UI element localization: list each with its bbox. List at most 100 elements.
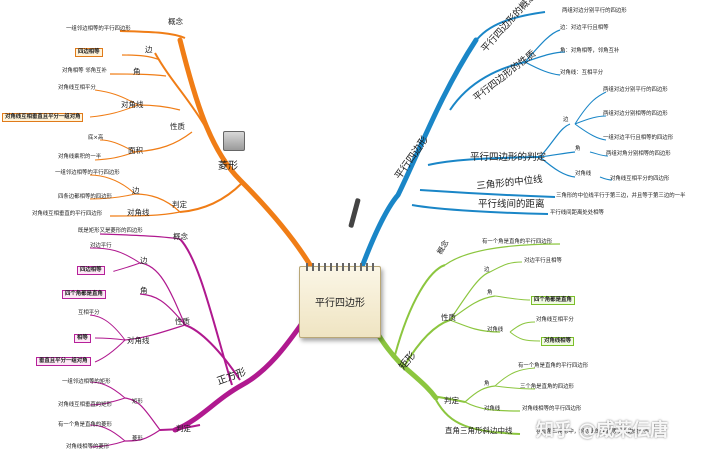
lingxing-xz-jiao: 角 — [133, 67, 141, 76]
zhengfang-xz-dui-box2: 垂直且平分一组对角 — [36, 357, 91, 367]
center-label: 平行四边形 — [315, 298, 365, 309]
branch-blue-xz1 — [524, 29, 561, 63]
lingxing-xz-jiao-desc: 对角相等 邻角互补 — [62, 68, 107, 74]
branch-label-lingxing: 菱形 — [218, 161, 238, 172]
branch-orange-main — [177, 37, 315, 271]
branch-purple-gn-line — [99, 233, 181, 240]
branch-green-dui1 — [509, 321, 536, 333]
branch-purple-ju — [124, 397, 161, 431]
branch-purple-dui — [124, 324, 186, 341]
branch-green-jiao — [449, 295, 496, 321]
branch-green-jiao1 — [494, 295, 531, 301]
branch-blue-jiao1 — [589, 151, 609, 157]
juxing-xz-jiao: 角 — [487, 290, 493, 296]
branch-purple-bian — [139, 262, 186, 326]
spiral-binding-icon — [306, 263, 374, 271]
branch-green-dui — [449, 319, 501, 333]
branch-orange-dui1 — [94, 89, 139, 106]
juxing-pd-jiao-2: 三个角是直角的四边形 — [520, 384, 574, 390]
branch-orange-pd-dui — [109, 211, 181, 217]
zhengfang-xz-dui: 对角线 — [127, 336, 150, 345]
zhengfang-pd-ju-1: 一组邻边相等的矩形 — [62, 379, 111, 385]
branch-orange-mj1 — [99, 139, 136, 153]
juxing-xz-jiao-box: 四个角都是直角 — [531, 296, 575, 306]
juxing-gainian-desc: 有一个角是直角的平行四边形 — [482, 239, 553, 245]
branch-purple-ling — [124, 429, 161, 442]
pingxing-pd-bian-1: 两组对边分别平行的四边形 — [603, 87, 668, 93]
zhengfang-pd-ling-1: 有一个角是直角的菱形 — [58, 422, 112, 428]
juxing-pd-dui: 对角线 — [484, 406, 501, 412]
zhengfang-gainian-desc: 既是矩形又是菱形的四边形 — [78, 228, 143, 234]
juxing-xz-dui-box: 对角线相等 — [541, 337, 574, 347]
juxing-xz-dui-desc: 对角线互相平分 — [536, 317, 574, 323]
lingxing-pd-bian-2: 四条边都相等的四边形 — [58, 194, 112, 200]
juxing-zhijiao-desc: 在直角三角形中，斜边上的中线等于斜边的一半 — [536, 429, 650, 435]
zhengfang-xz-bian-desc: 对边平行 — [90, 243, 112, 249]
pingxing-juli-desc: 平行线间距离处处相等 — [550, 210, 604, 216]
branch-blue-concept — [469, 11, 546, 51]
branch-blue-juli — [411, 204, 549, 215]
branch-blue-dui1 — [599, 176, 613, 181]
lingxing-gainian-label: 概念 — [168, 17, 183, 26]
pingxing-pd-bian-2: 两组对边分别相等的四边形 — [603, 111, 668, 117]
branch-purple-panding — [159, 424, 201, 431]
juxing-pd-dui-1: 对角线相等的平行四边形 — [522, 406, 582, 412]
branch-green-gn-line — [444, 243, 561, 266]
branch-blue-zw — [419, 189, 556, 198]
zhengfang-xz-jiao-box: 四个角都是直角 — [62, 290, 106, 300]
branch-purple-jiao — [139, 293, 186, 326]
lingxing-xz-mj: 面积 — [128, 146, 143, 155]
branch-green-pd-jiao — [464, 385, 496, 403]
pingxing-pd-dui: 对角线 — [575, 171, 592, 177]
branch-orange-panding — [179, 182, 243, 213]
branch-blue-panding — [427, 156, 541, 166]
zhengfang-xz-bian-box: 四边相等 — [77, 266, 105, 276]
lingxing-pd-bian: 边 — [132, 186, 140, 195]
juxing-pd-jiao: 角 — [484, 381, 490, 387]
branch-blue-pd-dui — [539, 156, 576, 178]
branch-orange-mj — [134, 131, 193, 153]
lingxing-xingzhi-label: 性质 — [170, 122, 185, 131]
zhengfang-pd-lingxing: 菱形 — [132, 436, 143, 442]
branch-blue-pd-jiao — [539, 151, 576, 158]
lingxing-xz-dui-1: 对角线互相平分 — [58, 85, 96, 91]
branch-blue-xz3 — [524, 61, 561, 76]
lingxing-pd-dui: 对角线 — [127, 208, 150, 217]
branch-blue-pd-bian — [539, 123, 571, 158]
pingxing-pd-jiao-1: 两组对角分别相等的四边形 — [606, 151, 671, 157]
lingxing-xz-bian: 边 — [145, 45, 153, 54]
branch-purple-dui3 — [94, 339, 126, 363]
branch-blue-bian1 — [574, 91, 607, 125]
juxing-xingzhi-label: 性质 — [441, 313, 456, 322]
branch-blue-main — [357, 37, 479, 275]
branch-green-bian1 — [489, 261, 523, 273]
zhengfang-xz-dui-box1: 相等 — [74, 334, 91, 344]
zhengfang-pd-juxing: 矩形 — [132, 399, 143, 405]
juxing-panding-label: 判定 — [444, 396, 459, 405]
lingxing-xz-bian-box: 四边相等 — [75, 48, 103, 58]
branch-purple-ju2 — [89, 397, 126, 406]
pingxing-concept-desc: 两组对边分别平行的四边形 — [562, 8, 627, 14]
branch-orange-xingzhi — [154, 52, 207, 129]
pingxing-xz-item-2: 角：对角相等，邻角互补 — [560, 48, 620, 54]
branch-purple-ling2 — [89, 440, 126, 448]
lingxing-gainian-desc: 一组邻边相等的平行四边形 — [66, 26, 131, 32]
branch-purple-ling1 — [89, 424, 126, 442]
branch-purple-main — [172, 319, 306, 433]
zhengfang-pd-ling-2: 对角线相等的菱形 — [66, 444, 110, 450]
branch-orange-gainian — [119, 30, 186, 39]
juxing-xz-dui: 对角线 — [487, 327, 504, 333]
phone-icon — [223, 131, 245, 151]
pingxing-xz-item-1: 边：对边平行且相等 — [560, 25, 609, 31]
branch-green-pd-jiao2 — [494, 385, 536, 390]
lingxing-xz-mj-2: 对角线乘积的一半 — [58, 154, 102, 160]
branch-green-pd-dui — [464, 401, 521, 412]
branch-orange-bian — [121, 54, 161, 61]
branch-blue-xz2 — [524, 51, 566, 63]
branch-blue-bian3 — [574, 123, 607, 141]
lingxing-xz-dui-2: 对角线互相垂直且平分一组对角 — [2, 113, 84, 123]
branch-purple-bian2 — [113, 262, 141, 272]
branch-purple-bian1 — [89, 247, 141, 264]
